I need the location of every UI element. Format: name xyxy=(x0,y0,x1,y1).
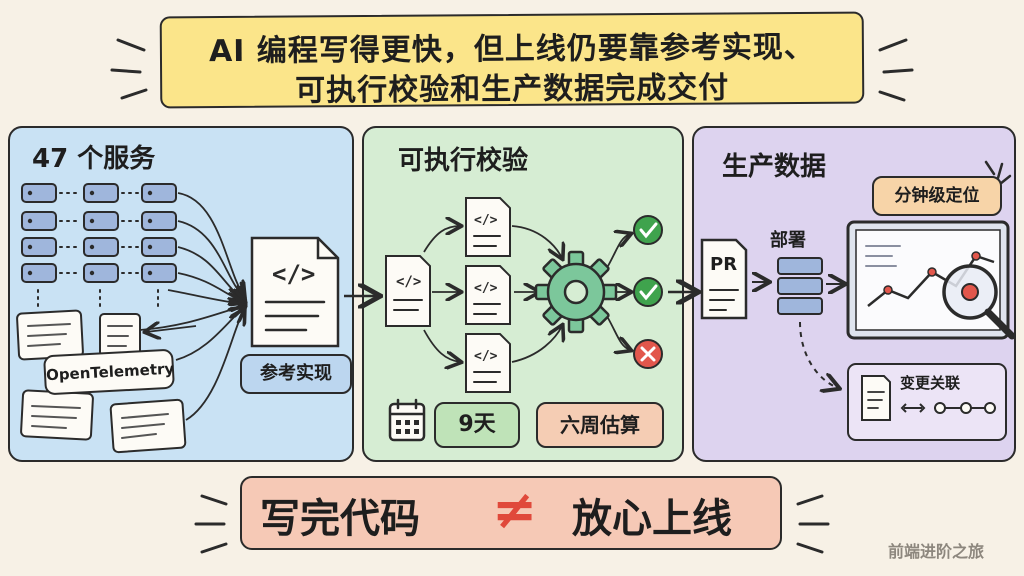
svg-text:</>: </> xyxy=(272,260,315,288)
slogan-right: 放心上线 xyxy=(572,496,732,542)
check-icon-2 xyxy=(633,277,663,307)
check-icon-1 xyxy=(633,215,663,245)
gear-icon xyxy=(534,250,618,334)
change-card xyxy=(847,363,1007,441)
bottom-banner: 写完代码 ≠ 放心上线 xyxy=(240,476,782,550)
opentelemetry-label: OpenTelemetry xyxy=(43,348,175,396)
days-label: 9天 xyxy=(434,402,520,448)
deploy-server-icon xyxy=(777,257,823,315)
source-doc-icon: </> xyxy=(385,255,431,327)
test-doc-icons xyxy=(465,197,511,393)
server-icons-grid xyxy=(21,183,177,283)
estimate-label: 六周估算 xyxy=(536,402,664,448)
change-correlation-label: 变更关联 xyxy=(900,374,961,392)
reference-impl-label: 参考实现 xyxy=(240,354,352,394)
verification-panel-title: 可执行校验 xyxy=(398,146,529,176)
svg-text:</>: </> xyxy=(396,274,421,290)
svg-text:</>: </> xyxy=(474,349,498,364)
production-panel-title: 生产数据 xyxy=(722,152,827,182)
pr-label: PR xyxy=(710,254,738,275)
magnifier-icon xyxy=(942,264,1016,340)
calendar-icon xyxy=(388,398,426,442)
slogan-left: 写完代码 xyxy=(260,496,420,542)
deploy-label: 部署 xyxy=(770,230,806,251)
reference-doc-icon: </> xyxy=(250,236,340,348)
cross-icon xyxy=(633,339,663,369)
not-equal-sign: ≠ xyxy=(492,478,538,541)
svg-text:</>: </> xyxy=(474,213,498,228)
svg-text:</>: </> xyxy=(474,281,498,296)
services-panel-title: 47 个服务 xyxy=(32,144,156,174)
watermark: 前端进阶之旅 xyxy=(888,542,985,561)
pr-doc-icon xyxy=(700,238,748,320)
minute-level-locate-label: 分钟级定位 xyxy=(872,176,1002,216)
